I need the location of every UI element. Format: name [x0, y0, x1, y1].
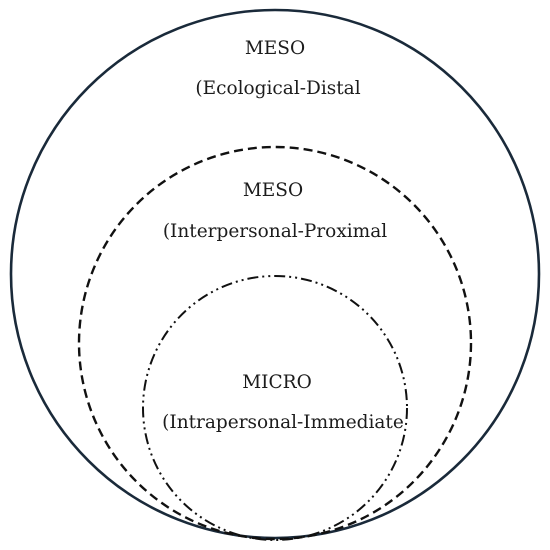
outer-ring-ecological: [9, 8, 541, 540]
middle-ring-title: MESO: [243, 180, 303, 201]
middle-ring-interpersonal: [77, 145, 473, 541]
outer-ring-title: MESO: [245, 38, 305, 59]
middle-ring-subtitle: (Interpersonal-Proximal: [163, 221, 387, 242]
inner-ring-intrapersonal: [142, 275, 408, 541]
inner-ring-subtitle: (Intrapersonal-Immediate: [162, 412, 404, 433]
inner-ring-title: MICRO: [242, 372, 312, 393]
outer-ring-subtitle: (Ecological-Distal: [195, 78, 360, 99]
